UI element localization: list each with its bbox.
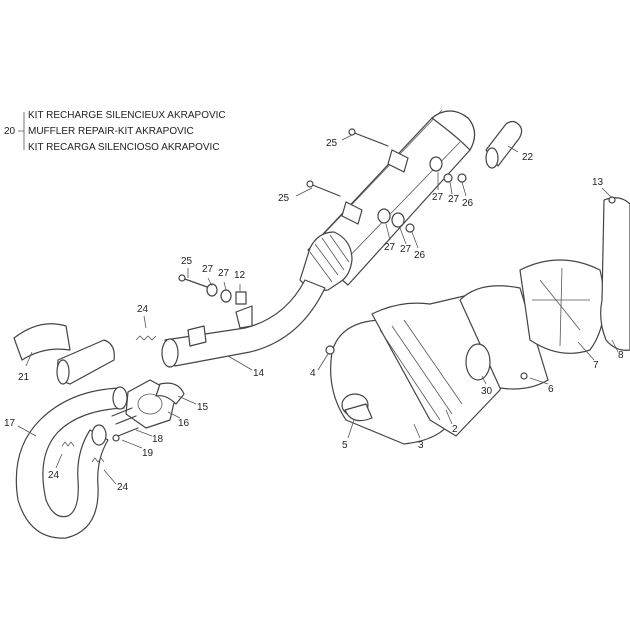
kit-number: 20 xyxy=(4,126,16,137)
label-25: 25 xyxy=(278,193,290,204)
label-24: 24 xyxy=(48,470,60,481)
body-right xyxy=(600,196,630,351)
label-6: 6 xyxy=(548,384,554,395)
muffler-body xyxy=(299,109,476,291)
flange xyxy=(125,379,185,429)
label-15: 15 xyxy=(197,402,209,413)
label-27: 27 xyxy=(202,264,214,275)
label-25: 25 xyxy=(326,138,338,149)
label-24: 24 xyxy=(117,482,129,493)
label-2: 2 xyxy=(452,424,458,435)
label-5: 5 xyxy=(342,440,348,451)
kit-header: 20 KIT RECHARGE SILENCIEUX AKRAPOVIC MUF… xyxy=(4,110,226,153)
nut-4 xyxy=(325,345,335,355)
label-27: 27 xyxy=(384,242,396,253)
label-26: 26 xyxy=(462,198,474,209)
kit-line-es: KIT RECARGA SILENCIOSO AKRAPOVIC xyxy=(28,142,220,153)
kit-bracket xyxy=(18,112,25,150)
label-27: 27 xyxy=(448,194,460,205)
label-30: 30 xyxy=(481,386,493,397)
header-pipe xyxy=(15,386,128,539)
label-13: 13 xyxy=(592,177,604,188)
label-27: 27 xyxy=(218,268,230,279)
link-pipe xyxy=(161,279,326,368)
label-17: 17 xyxy=(4,418,16,429)
leader-lines xyxy=(17,133,619,485)
label-27: 27 xyxy=(432,192,444,203)
label-19: 19 xyxy=(142,448,154,459)
core-baffle xyxy=(459,259,605,390)
label-14: 14 xyxy=(253,368,265,379)
label-21: 21 xyxy=(18,372,30,383)
label-4: 4 xyxy=(310,368,316,379)
bolts-washers xyxy=(178,128,467,305)
header-sleeve xyxy=(13,323,115,385)
label-25: 25 xyxy=(181,256,193,267)
kit-line-fr: KIT RECHARGE SILENCIEUX AKRAPOVIC xyxy=(28,110,226,121)
label-8: 8 xyxy=(618,350,624,361)
label-16: 16 xyxy=(178,418,190,429)
label-27: 27 xyxy=(400,244,412,255)
kit-line-en: MUFFLER REPAIR-KIT AKRAPOVIC xyxy=(28,126,194,137)
studs xyxy=(111,407,139,442)
label-18: 18 xyxy=(152,434,164,445)
label-3: 3 xyxy=(418,440,424,451)
insert-22 xyxy=(485,120,523,169)
part-labels: 25 22 27 27 26 25 13 27 27 26 25 27 27 1… xyxy=(4,138,624,493)
label-22: 22 xyxy=(522,152,534,163)
label-26: 26 xyxy=(414,250,426,261)
label-24: 24 xyxy=(137,304,149,315)
springs xyxy=(61,335,157,463)
label-12: 12 xyxy=(234,270,246,281)
label-7: 7 xyxy=(593,360,599,371)
